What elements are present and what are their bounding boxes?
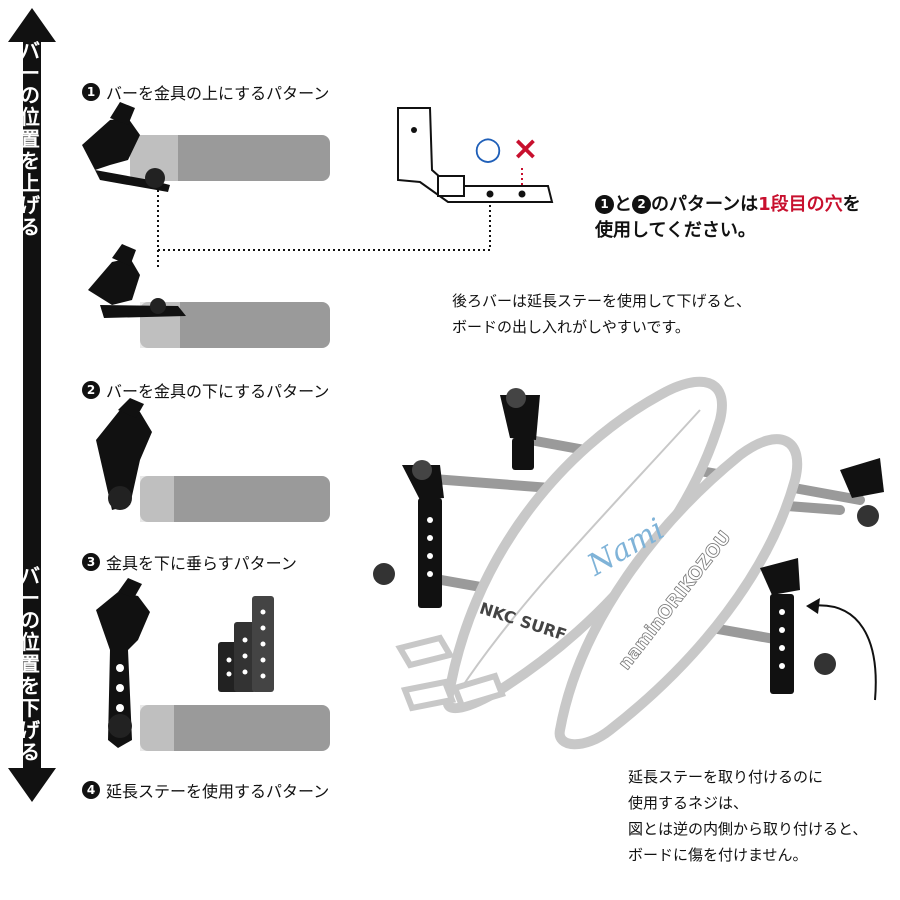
bracket-detail (397, 107, 554, 203)
pattern-4-caption: 4 延長ステーを使用するパターン (82, 778, 329, 802)
surfboard-2 (554, 434, 803, 750)
pattern-1b-figure (88, 244, 330, 348)
extension-stays (218, 596, 274, 692)
ok-mark: ○ (474, 129, 502, 167)
raise-bar-label: バーの位置を上げる (10, 40, 50, 238)
hole-note-num-a: 1 (595, 194, 614, 214)
up-label-char: 上 (20, 171, 40, 195)
ng-mark: × (512, 129, 539, 167)
screw-note-line-4: ボードに傷を付けません。 (628, 846, 808, 864)
rear-bar-note: 後ろバーは延長ステーを使用して下げると、 ボードの出し入れがしやすいです。 (452, 288, 751, 340)
hole-note-num-b: 2 (632, 194, 651, 214)
hole-note-text-b: を (842, 194, 861, 215)
pattern-3-label: 金具を下に垂らすパターン (106, 554, 297, 573)
pattern-1-number: 1 (82, 83, 100, 101)
pattern-3-number: 3 (82, 553, 100, 571)
up-label-char: の (20, 83, 40, 107)
vertical-arrow (8, 8, 56, 802)
down-label-char: の (20, 608, 40, 632)
up-label-char: げ (20, 193, 40, 217)
pointer-arrow (809, 604, 877, 701)
pattern-3-figure (96, 578, 330, 751)
hole-note-text-a: のパターンは (651, 194, 759, 215)
lower-bar-label: バーの位置を下げる (10, 565, 50, 763)
down-label-char: 位 (20, 630, 40, 654)
up-label-char: 置 (20, 127, 40, 151)
guide-lines (157, 190, 491, 270)
pattern-1-caption: 1 バーを金具の上にするパターン (82, 80, 329, 104)
pattern-4-number: 4 (82, 781, 100, 799)
pattern-3-caption: 3 金具を下に垂らすパターン (82, 550, 297, 574)
pattern-1-figure (82, 102, 330, 192)
down-label-char: 置 (20, 652, 40, 676)
pattern-2-figure (96, 398, 330, 522)
surfboard-1 (395, 376, 727, 714)
up-label-char: を (20, 149, 40, 173)
hole-note-and: と (614, 194, 632, 215)
up-label-char: ー (20, 61, 40, 85)
pattern-1-label: バーを金具の上にするパターン (106, 84, 330, 103)
hole-note-line-2: 使用してください。 (595, 220, 756, 241)
pattern-2-label: バーを金具の下にするパターン (106, 382, 330, 401)
rear-bar-note-line-1: 後ろバーは延長ステーを使用して下げると、 (452, 292, 751, 310)
down-label-char: げ (20, 718, 40, 742)
up-label-char: る (20, 215, 40, 239)
pattern-2-number: 2 (82, 381, 100, 399)
down-label-char: 下 (20, 696, 40, 720)
down-label-char: ー (20, 586, 40, 610)
screw-note-line-1: 延長ステーを取り付けるのに (628, 768, 824, 786)
rear-bar-note-line-2: ボードの出し入れがしやすいです。 (452, 318, 690, 336)
up-label-char: 位 (20, 105, 40, 129)
down-label-char: る (20, 740, 40, 764)
rack-brackets (373, 388, 884, 694)
screw-note-line-3: 図とは逆の内側から取り付けると、 (628, 820, 868, 838)
down-label-char: バ (20, 564, 40, 588)
screw-note: 延長ステーを取り付けるのに 使用するネジは、 図とは逆の内側から取り付けると、 … (628, 764, 867, 868)
pattern-4-label: 延長ステーを使用するパターン (106, 782, 330, 801)
down-label-char: を (20, 674, 40, 698)
pattern-2-caption: 2 バーを金具の下にするパターン (82, 378, 329, 402)
screw-note-line-2: 使用するネジは、 (628, 794, 749, 812)
hole-note-highlight: 1段目の穴 (758, 194, 843, 215)
up-label-char: バ (20, 39, 40, 63)
